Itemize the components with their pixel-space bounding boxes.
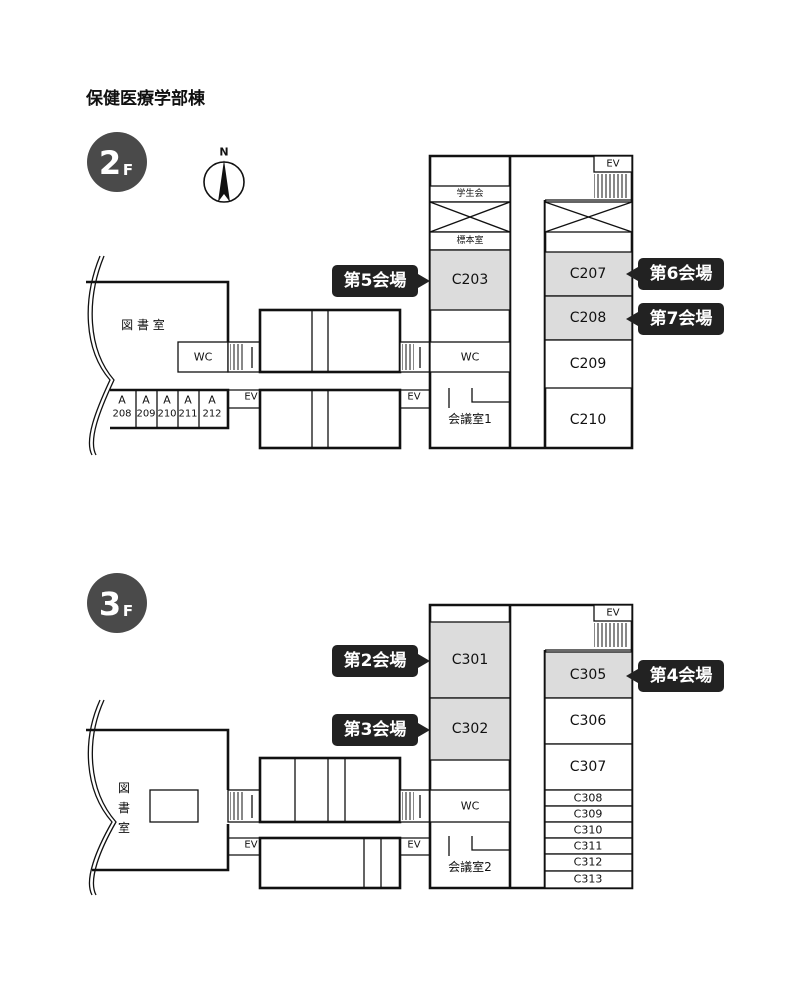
floor-2-badge: 2 F	[87, 132, 147, 192]
compass-icon: N	[203, 146, 245, 203]
room-c312-label: C312	[574, 856, 603, 869]
room-c306	[544, 697, 633, 745]
room-meeting-2: 会議室2	[448, 859, 492, 874]
room-c308-label: C308	[574, 792, 603, 805]
floor-3-stairs-top	[594, 623, 628, 647]
floor-2-middle-wing-bottom	[258, 388, 402, 450]
floor-3-middle-wing-top	[258, 756, 402, 824]
floor-2-wc-center: WC	[461, 351, 480, 364]
room-meeting-1: 会議室1	[448, 411, 492, 426]
room-c301	[429, 621, 511, 699]
floor-3-stairs-left	[230, 792, 244, 820]
floor-2-plan: 2 F N WC 図 書 室 A 208 A 209 A	[86, 132, 724, 456]
room-specimen: 標本室	[456, 234, 483, 246]
floor-3-badge-suffix: F	[123, 602, 133, 620]
room-a210-label: 210	[157, 409, 176, 420]
a209-prefix: A	[142, 394, 150, 407]
floor-2-a-rooms-wall	[110, 388, 230, 430]
compass-north-label: N	[219, 146, 228, 159]
room-c310-label: C310	[574, 824, 603, 837]
room-c305-label: C305	[570, 667, 607, 683]
floor-3-wc-center: WC	[461, 800, 480, 813]
room-c307	[544, 743, 633, 791]
room-a211-label: 211	[178, 409, 197, 420]
floor-3-badge: 3 F	[87, 573, 147, 633]
floor-2-wc-left-label: WC	[194, 351, 213, 364]
floor-3-ev-left: EV	[244, 840, 257, 851]
room-student-council: 学生会	[456, 187, 483, 199]
room-c203-label: C203	[452, 272, 489, 288]
floor-2-ev-left: EV	[244, 392, 257, 403]
a208-prefix: A	[118, 394, 126, 407]
floor-3-ev-top: EV	[606, 608, 619, 619]
a212-prefix: A	[208, 394, 216, 407]
floor-3-badge-number: 3	[99, 585, 121, 623]
tag-venue-3: 第3会場	[332, 714, 430, 746]
svg-text:第7会場: 第7会場	[650, 308, 713, 329]
floor-3-library-wall	[86, 728, 230, 872]
floor-2-ev-top: EV	[606, 159, 619, 170]
a211-prefix: A	[184, 394, 192, 407]
svg-text:第6会場: 第6会場	[650, 263, 713, 284]
room-c311-label: C311	[574, 840, 603, 853]
small-rooms-c308-c313: C308 C309 C310 C311 C312 C313	[544, 789, 633, 889]
room-c209	[544, 339, 633, 389]
tag-venue-5: 第5会場	[332, 265, 430, 297]
floor-3-ev-mid: EV	[407, 840, 420, 851]
floor-3-library-table	[149, 789, 199, 823]
room-a209-label: 209	[136, 409, 155, 420]
room-a208-label: 208	[112, 409, 131, 420]
floor-2-library-label: 図 書 室	[121, 317, 165, 332]
building-title: 保健医療学部棟	[85, 88, 206, 109]
floor-2-badge-number: 2	[99, 144, 121, 182]
room-c302	[429, 697, 511, 761]
tag-venue-2: 第2会場	[332, 645, 430, 677]
floor-2-stairs-top	[594, 174, 628, 198]
room-c210-label: C210	[570, 412, 607, 428]
floor-3-stairs-right	[402, 792, 414, 820]
tag-venue-4: 第4会場	[626, 660, 724, 692]
tag-venue-7: 第7会場	[626, 303, 724, 335]
floor-2-ev-mid: EV	[407, 392, 420, 403]
svg-text:第4会場: 第4会場	[650, 665, 713, 686]
floor-2-stairs-left	[230, 344, 244, 370]
floor-2-a-rooms: A 208 A 209 A 210 A 211 A 212	[112, 390, 222, 428]
room-c313-label: C313	[574, 873, 603, 886]
svg-text:第2会場: 第2会場	[344, 650, 407, 671]
floor-3-middle-wing-bottom	[258, 836, 402, 890]
floor-2-middle-wing-top	[258, 308, 402, 374]
room-c306-label: C306	[570, 713, 607, 729]
floor-3-library-label-1: 図	[118, 781, 130, 795]
room-c307-label: C307	[570, 759, 607, 775]
room-c305	[544, 651, 633, 699]
room-a212-label: 212	[202, 409, 221, 420]
room-c309-label: C309	[574, 808, 603, 821]
svg-text:第3会場: 第3会場	[344, 719, 407, 740]
floor-3-library-label-2: 書	[118, 801, 130, 815]
room-c207-label: C207	[570, 266, 607, 282]
a210-prefix: A	[163, 394, 171, 407]
floor-3-cut-edge	[87, 699, 113, 896]
floor-3-library-label-3: 室	[118, 820, 130, 835]
room-c301-label: C301	[452, 652, 489, 668]
tag-venue-6: 第6会場	[626, 258, 724, 290]
svg-text:第5会場: 第5会場	[344, 270, 407, 291]
floor-2-stairs-right	[402, 344, 414, 370]
room-c209-label: C209	[570, 356, 607, 372]
room-c203	[429, 249, 511, 311]
room-c302-label: C302	[452, 721, 489, 737]
floor-2-badge-suffix: F	[123, 161, 133, 179]
floor-3-plan: 3 F 図 書 室 EV EV	[86, 573, 724, 896]
room-c208-label: C208	[570, 310, 607, 326]
floor-2-cut-edge	[87, 255, 111, 456]
